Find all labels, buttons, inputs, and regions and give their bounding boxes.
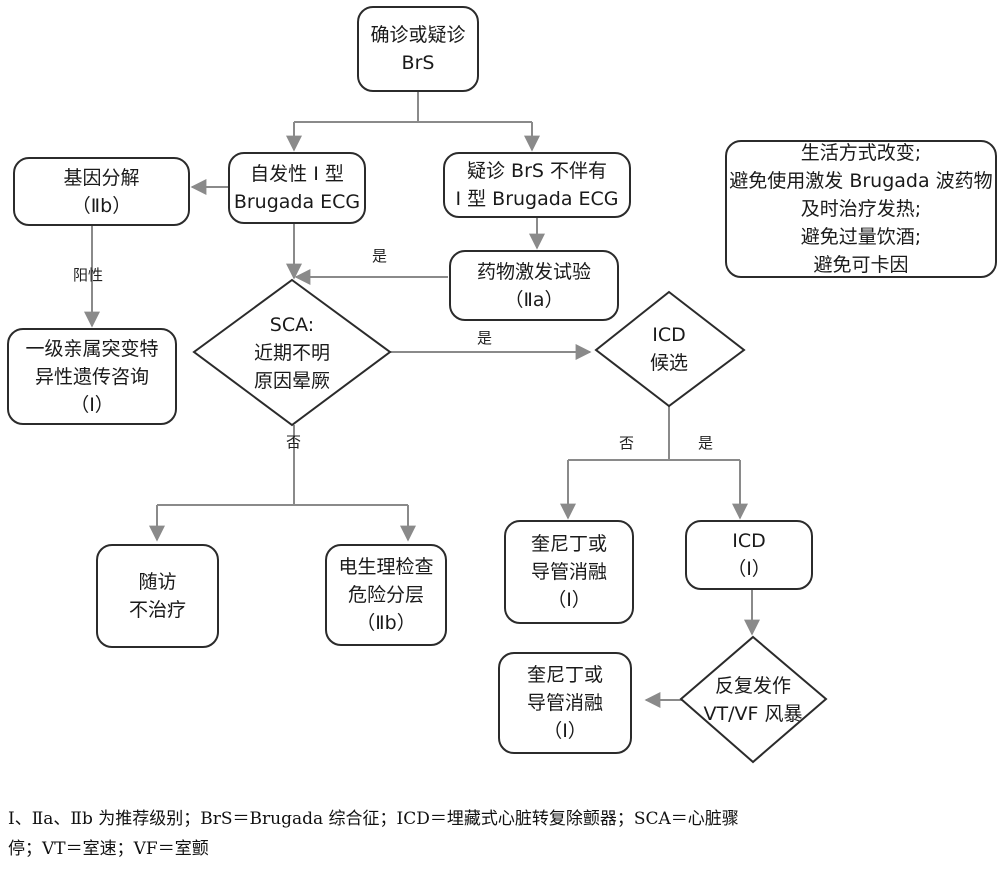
icd-candidate-text: ICD 候选 <box>619 316 719 382</box>
family-counseling-line-3: （I） <box>70 393 114 416</box>
spontaneous-ecg-box: 自发性 I 型 Brugada ECG <box>228 152 366 224</box>
edge-label-no-icd: 否 <box>619 434 635 452</box>
spontaneous-ecg-line-2: Brugada ECG <box>233 191 361 213</box>
edge-label-yes-sca: 是 <box>477 329 493 347</box>
genetic-box: 基因分解 （Ⅱb） <box>13 157 190 226</box>
quinidine-box-2: 奎尼丁或 导管消融 （I） <box>498 652 632 754</box>
footnote: Ⅰ、Ⅱa、Ⅱb 为推荐级别；BrS＝Brugada 综合征；ICD＝埋藏式心脏转… <box>8 804 998 864</box>
quinidine-1-line-2: 导管消融 <box>530 561 607 583</box>
footnote-line-1: Ⅰ、Ⅱa、Ⅱb 为推荐级别；BrS＝Brugada 综合征；ICD＝埋藏式心脏转… <box>8 809 739 829</box>
suspected-no-ecg-line-2: I 型 Brugada ECG <box>455 188 619 210</box>
ep-study-line-2: 危险分层 <box>347 584 424 606</box>
family-counseling-line-1: 一级亲属突变特 <box>25 337 159 360</box>
drug-test-line-2: （Ⅱa） <box>504 288 564 311</box>
followup-line-1: 随访 <box>138 571 177 593</box>
sca-line-2: 近期不明 <box>253 342 330 364</box>
icd-candidate-line-2: 候选 <box>649 352 688 374</box>
lifestyle-line-3: 及时治疗发热; <box>800 198 922 220</box>
sca-decision-text: SCA: 近期不明 原因晕厥 <box>212 305 372 401</box>
confirmed-brs-line-1: 确诊或疑诊 <box>370 24 466 46</box>
storm-decision-text: 反复发作 VT/VF 风暴 <box>688 668 818 732</box>
suspected-no-ecg-line-1: 疑诊 BrS 不伴有 <box>467 160 607 182</box>
edge-label-positive: 阳性 <box>73 266 104 284</box>
family-counseling-box: 一级亲属突变特 异性遗传咨询 （I） <box>7 328 177 425</box>
family-counseling-line-2: 异性遗传咨询 <box>34 365 149 388</box>
spontaneous-ecg-line-1: 自发性 I 型 <box>250 163 344 185</box>
drug-test-line-1: 药物激发试验 <box>476 260 591 283</box>
quinidine-1-line-1: 奎尼丁或 <box>530 533 607 555</box>
drug-test-box: 药物激发试验 （Ⅱa） <box>449 250 619 321</box>
ep-study-box: 电生理检查 危险分层 （Ⅱb） <box>325 544 447 646</box>
footnote-line-2: 停；VT＝室速；VF＝室颤 <box>8 839 209 859</box>
icd-line-2: （I） <box>727 558 771 580</box>
edge-label-no-sca: 否 <box>286 433 302 451</box>
lifestyle-line-2: 避免使用激发 Brugada 波药物 <box>729 170 993 192</box>
icd-candidate-diamond <box>594 290 746 408</box>
quinidine-1-line-3: （I） <box>547 589 591 611</box>
quinidine-2-line-1: 奎尼丁或 <box>526 664 603 686</box>
followup-box: 随访 不治疗 <box>96 544 219 648</box>
quinidine-2-line-2: 导管消融 <box>526 692 603 714</box>
lifestyle-box: 生活方式改变; 避免使用激发 Brugada 波药物 及时治疗发热; 避免过量饮… <box>725 140 997 278</box>
quinidine-box-1: 奎尼丁或 导管消融 （I） <box>504 520 634 624</box>
icd-box: ICD （I） <box>685 520 813 590</box>
suspected-no-ecg-box: 疑诊 BrS 不伴有 I 型 Brugada ECG <box>443 152 631 218</box>
ep-study-line-1: 电生理检查 <box>338 556 434 578</box>
flowchart-canvas <box>84 92 828 764</box>
quinidine-2-line-3: （I） <box>543 720 587 742</box>
lifestyle-line-5: 避免可卡因 <box>813 254 909 276</box>
edge-label-yes-icd: 是 <box>698 434 714 452</box>
icd-line-1: ICD <box>732 530 766 552</box>
lifestyle-line-4: 避免过量饮酒; <box>800 226 922 248</box>
genetic-line-1: 基因分解 <box>63 166 140 189</box>
sca-line-3: 原因晕厥 <box>253 370 330 392</box>
edge-label-yes-drug: 是 <box>372 247 388 265</box>
confirmed-brs-box: 确诊或疑诊 BrS <box>357 6 479 92</box>
storm-line-2: VT/VF 风暴 <box>703 703 803 725</box>
confirmed-brs-line-2: BrS <box>401 52 435 74</box>
sca-line-1: SCA: <box>269 314 315 336</box>
followup-line-2: 不治疗 <box>128 599 186 621</box>
lifestyle-line-1: 生活方式改变; <box>800 142 922 164</box>
ep-study-line-3: （Ⅱb） <box>356 612 416 634</box>
storm-line-1: 反复发作 <box>714 675 791 697</box>
icd-candidate-line-1: ICD <box>652 324 686 346</box>
storm-decision-diamond <box>679 635 828 764</box>
genetic-line-2: （Ⅱb） <box>71 194 132 217</box>
sca-decision-diamond <box>192 278 392 427</box>
